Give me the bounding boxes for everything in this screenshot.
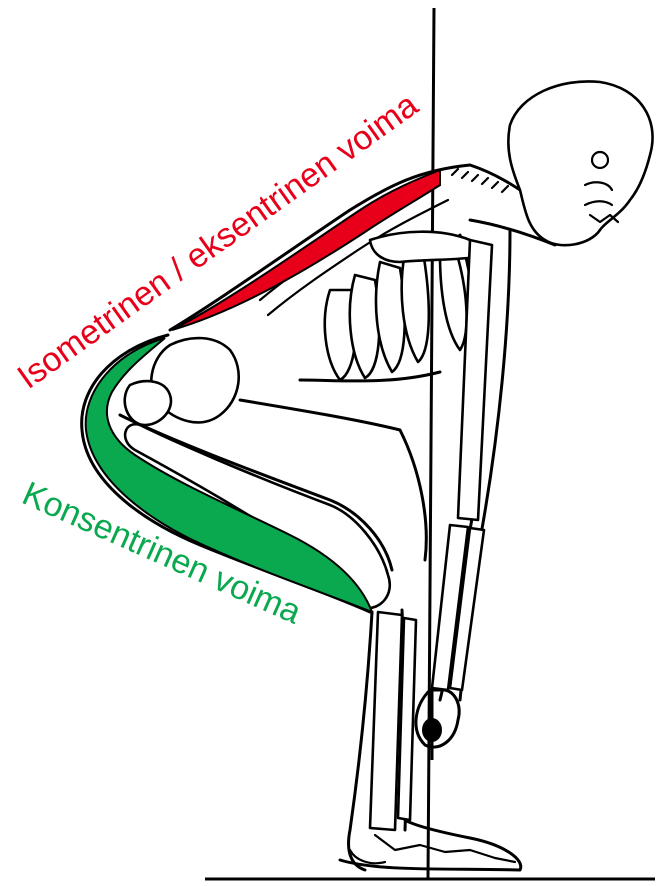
skull (508, 81, 652, 245)
foot-bones (350, 835, 515, 863)
lower-leg-bones (370, 612, 416, 830)
